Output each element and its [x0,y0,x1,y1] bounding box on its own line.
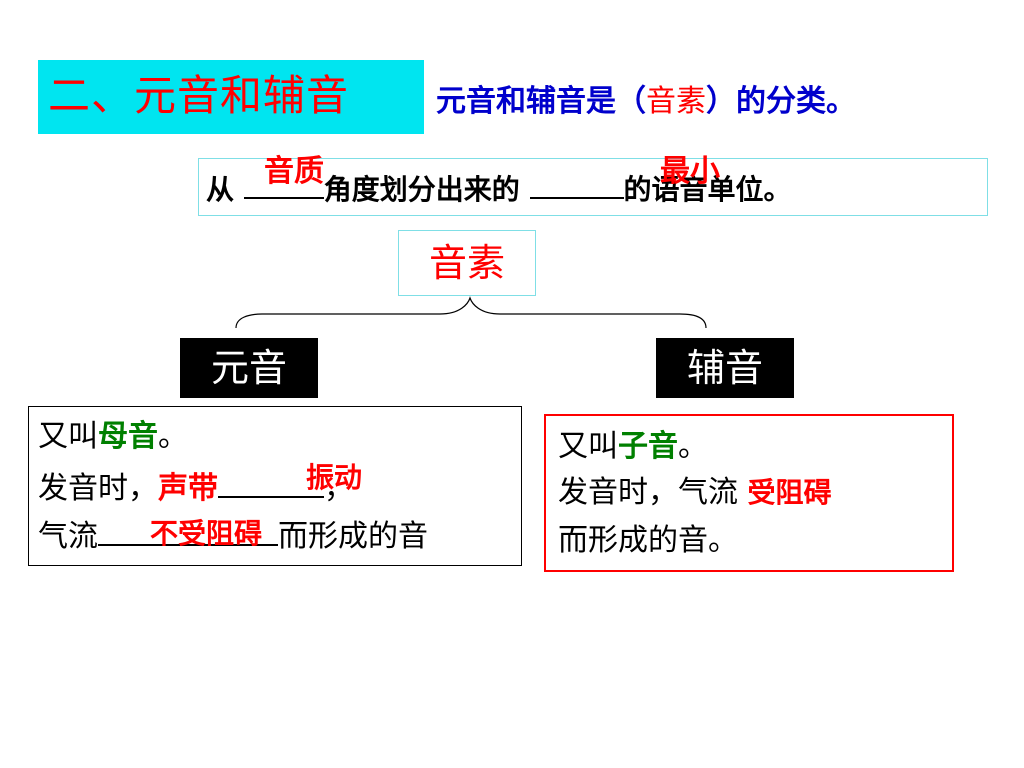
consonant-line-1: 又叫子音。 [558,426,708,468]
consonant-obstructed: 受阻碍 [747,476,832,509]
definition-part-2: 角度划分出来的 [323,173,530,206]
consonant-line-2: 发音时，气流 受阻碍 [558,472,832,514]
definition-box [198,158,988,216]
intro-sentence: 元音和辅音是（音素）的分类。 [436,80,856,124]
phoneme-box [398,230,536,296]
vowel-vocal-cords: 声带 [158,471,218,506]
consonant-card [544,414,954,572]
vowel-line-1: 又叫母音。 [38,416,188,458]
answer-sound-quality: 音质 [264,154,324,189]
intro-highlight: 音素 [646,84,706,119]
definition-part-3: 的语音单位。 [623,173,792,206]
intro-post: ）的分类。 [706,84,856,119]
vowel-blank-2 [98,516,278,546]
vowel-vibrate: 振动 [306,461,363,494]
consonant-aka-prefix: 又叫 [558,429,618,464]
vowel-line3-suffix: 而形成的音 [278,519,428,554]
consonant-aka-suffix: 。 [678,429,708,464]
consonant-line-3: 而形成的音。 [558,523,738,558]
blank-2 [529,171,624,199]
vowel-line-3: 气流 而形成的音 [38,516,428,558]
vowel-blank-1 [218,468,324,498]
vowel-unobstructed: 不受阻碍 [150,517,263,550]
phoneme-label: 音素 [428,241,505,285]
consonant-aka: 子音 [618,429,678,464]
answer-smallest: 最小 [660,154,720,189]
page-title: 二、元音和辅音 [48,71,350,120]
consonant-line2-prefix: 发音时，气流 [558,475,748,510]
vowel-line3-prefix: 气流 [38,519,98,554]
vowel-line-2: 发音时，声带 ， [38,468,354,510]
definition-part-1: 从 [206,173,244,206]
consonant-node: 辅音 [656,338,794,398]
intro-pre: 元音和辅音是（ [436,84,646,119]
vowel-line2-suffix: ， [324,471,354,506]
vowel-aka-suffix: 。 [158,419,188,454]
definition-sentence: 从 角度划分出来的 的语音单位。 [206,170,792,210]
vowel-node: 元音 [180,338,318,398]
vowel-aka-prefix: 又叫 [38,419,98,454]
title-banner [38,60,424,134]
blank-1 [243,171,324,199]
vowel-line2-prefix: 发音时， [38,471,158,506]
vowel-aka: 母音 [98,419,158,454]
vowel-card [28,406,522,566]
